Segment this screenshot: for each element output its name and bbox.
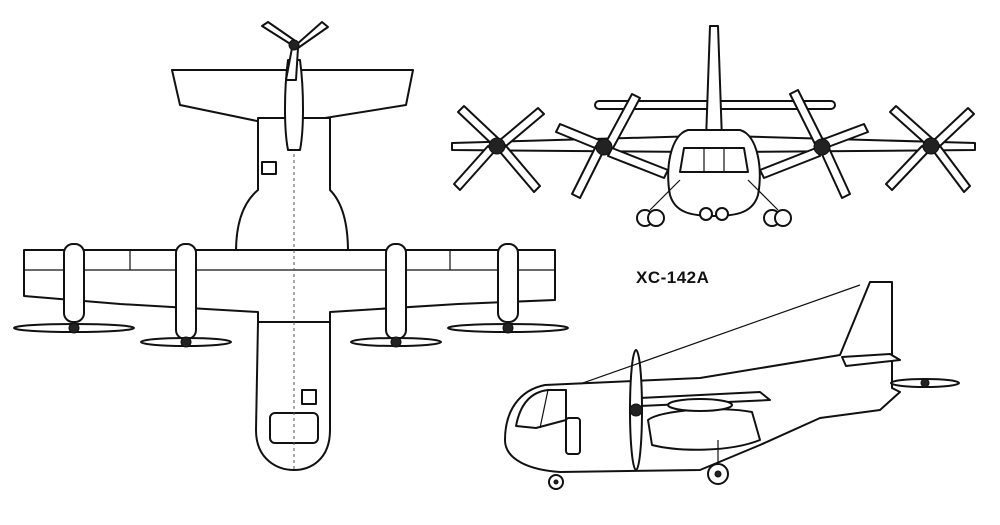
plan-nacelle-2 [175, 243, 197, 340]
side-fuselage [504, 281, 901, 473]
aircraft-designation-label: XC-142A [636, 268, 710, 287]
side-cockpit-window [515, 389, 567, 429]
side-door [565, 417, 581, 455]
side-view [504, 281, 960, 490]
plan-fuselage-window [261, 161, 277, 175]
front-propeller-4 [885, 105, 975, 193]
plan-propeller-1 [13, 322, 135, 334]
front-view [451, 25, 976, 227]
front-propeller-3 [759, 89, 869, 199]
front-propeller-2 [555, 93, 669, 199]
side-nacelle [647, 408, 761, 451]
front-windshield [679, 147, 749, 173]
side-vertical-tail [839, 281, 893, 388]
side-landing-gear [548, 440, 729, 490]
plan-nacelle-4 [497, 243, 519, 323]
side-tail-rotor [890, 378, 960, 388]
front-landing-gear [636, 179, 792, 227]
plan-propeller-4 [447, 322, 569, 334]
plan-main-wing [23, 249, 556, 323]
side-propeller [629, 349, 643, 471]
plan-fuselage-forward [255, 321, 331, 471]
plan-propeller-2 [140, 336, 232, 348]
plan-propeller-3 [350, 336, 442, 348]
front-propeller-1 [453, 105, 545, 193]
plan-hatch [301, 389, 317, 405]
plan-tail-boom [284, 59, 304, 151]
plan-tail-rotor [261, 21, 329, 81]
plan-nacelle-3 [385, 243, 407, 340]
plan-view [13, 21, 569, 471]
plan-nacelle-1 [63, 243, 85, 323]
side-horizontal-tail [841, 353, 901, 367]
front-vertical-fin [705, 25, 723, 141]
